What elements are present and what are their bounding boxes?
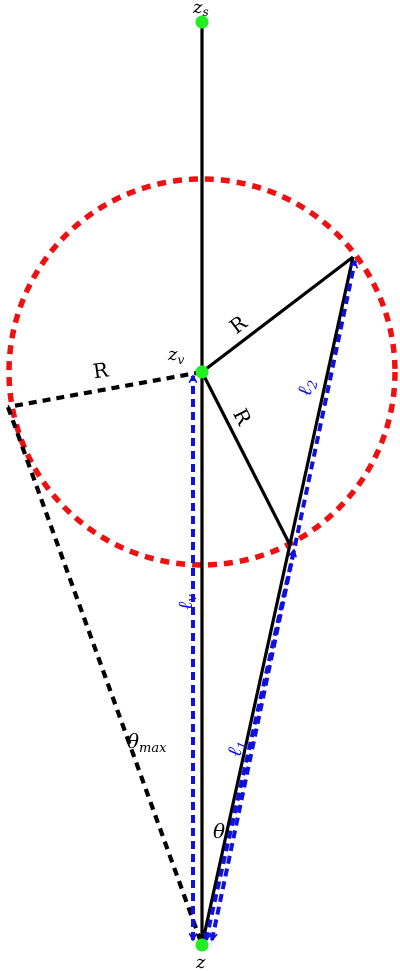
radius-segment-lower: [200, 371, 292, 546]
radius-label-upper: R: [225, 310, 252, 339]
theta-max-label: θmax: [127, 729, 167, 756]
vertex-label: zv: [167, 344, 184, 367]
ell-v-label: ℓv: [173, 594, 200, 610]
ell-2-label: ℓ2: [292, 377, 322, 399]
radius-segment-left: [7, 369, 203, 410]
vertex-point: [195, 365, 209, 379]
theta-max-line: [6, 406, 204, 946]
radius-label-left: R: [91, 357, 110, 383]
dashed-circle: [6, 176, 398, 568]
observer-label: z: [195, 952, 206, 971]
ell-2-vector: [212, 261, 355, 940]
theta-label: θ: [213, 819, 225, 843]
observer-point: [195, 938, 209, 952]
ell-1-label: ℓ1: [221, 737, 251, 759]
source-label: zs: [192, 0, 209, 19]
radius-label-lower: R: [228, 405, 257, 430]
source-point: [195, 15, 209, 29]
